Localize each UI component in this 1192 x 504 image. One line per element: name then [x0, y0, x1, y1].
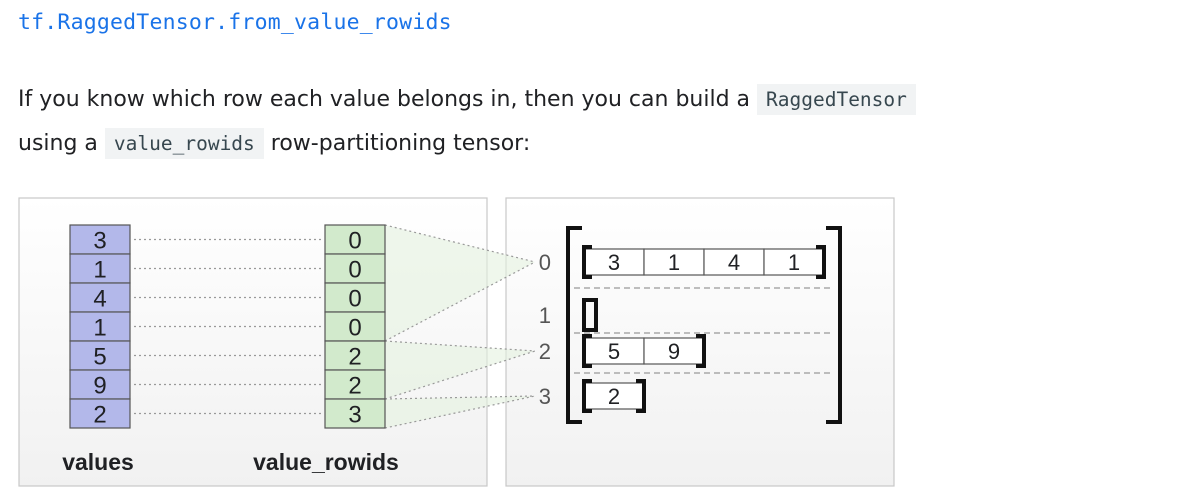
value-rowids-label: value_rowids — [253, 449, 399, 475]
row-index: 0 — [539, 250, 551, 275]
description-text-3: row-partitioning tensor: — [263, 131, 531, 156]
page-heading: tf.RaggedTensor.from_value_rowids — [18, 10, 452, 35]
row-left-bracket — [582, 245, 592, 279]
ragged-cell — [643, 337, 705, 365]
value-rowids-cell-value: 0 — [348, 315, 361, 342]
mapping-fan-row-0 — [385, 225, 535, 341]
ragged-cell — [643, 248, 705, 276]
values-cell — [69, 340, 131, 371]
mapping-fan-edge — [384, 261, 536, 342]
ragged-tensor-output: 0 3 1 4 1 1 2 5 9 3 2 — [539, 226, 842, 424]
mapping-fan-edge — [384, 395, 536, 429]
row-right-bracket — [636, 379, 646, 413]
values-cell-value: 2 — [93, 402, 106, 429]
value-rowids-cell-value: 3 — [348, 402, 361, 429]
ragged-cell-value: 1 — [788, 250, 800, 275]
values-cell — [69, 311, 131, 342]
mapping-fan-edge — [384, 395, 536, 400]
values-cell — [69, 282, 131, 313]
values-label: values — [62, 449, 134, 475]
row-index: 3 — [539, 384, 551, 409]
ragged-cell — [583, 248, 645, 276]
description-text-2: using a — [18, 131, 105, 156]
row-index: 2 — [539, 339, 551, 364]
value-rowids-cell — [324, 369, 386, 400]
description-paragraph: If you know which row each value belongs… — [18, 78, 1168, 166]
row-right-bracket — [588, 298, 598, 332]
code-value-rowids: value_rowids — [104, 128, 264, 159]
code-raggedtensor: RaggedTensor — [757, 84, 916, 115]
ragged-cell-value: 1 — [668, 250, 680, 275]
ragged-cell — [763, 248, 825, 276]
values-cell — [69, 224, 131, 255]
outer-left-bracket — [566, 226, 582, 424]
ragged-cell-value: 3 — [608, 250, 620, 275]
values-cell-value: 4 — [93, 286, 106, 313]
value-rowids-cell — [324, 311, 386, 342]
value-rowids-cell — [324, 340, 386, 371]
ragged-cell-value: 5 — [608, 339, 620, 364]
description-text-1: If you know which row each value belongs… — [18, 87, 758, 112]
value-rowids-cell-value: 0 — [348, 257, 361, 284]
values-cell-value: 1 — [93, 257, 106, 284]
row-left-bracket — [582, 379, 592, 413]
row-right-bracket — [816, 245, 826, 279]
values-cell-value: 1 — [93, 315, 106, 342]
mapping-fan-edge — [384, 224, 536, 263]
mapping-fan-edge — [384, 350, 536, 400]
values-cell — [69, 369, 131, 400]
ragged-cell-value: 4 — [728, 250, 740, 275]
values-cell-value: 3 — [93, 228, 106, 255]
values-cell-value: 5 — [93, 344, 106, 371]
value-rowids-cell-value: 0 — [348, 228, 361, 255]
value-rowids-cell-value: 0 — [348, 286, 361, 313]
value-rowids-cell — [324, 398, 386, 429]
mapping-fans — [384, 224, 536, 429]
mapping-fan-edge — [384, 340, 536, 352]
row-left-bracket — [582, 334, 592, 368]
value-rowids-cell — [324, 224, 386, 255]
value-rowids-cell-value: 2 — [348, 373, 361, 400]
value-connectors — [134, 238, 321, 415]
ragged-cell-value: 2 — [608, 384, 620, 409]
row-right-bracket — [696, 334, 706, 368]
mapping-fan-row-2 — [385, 341, 535, 399]
outer-right-bracket — [826, 226, 842, 424]
row-index: 1 — [539, 303, 551, 328]
values-cell — [69, 398, 131, 429]
values-cell-value: 9 — [93, 373, 106, 400]
values-cell — [69, 253, 131, 284]
value-rowids-cell-value: 2 — [348, 344, 361, 371]
value-rowids-cell — [324, 282, 386, 313]
ragged-cell-value: 9 — [668, 339, 680, 364]
